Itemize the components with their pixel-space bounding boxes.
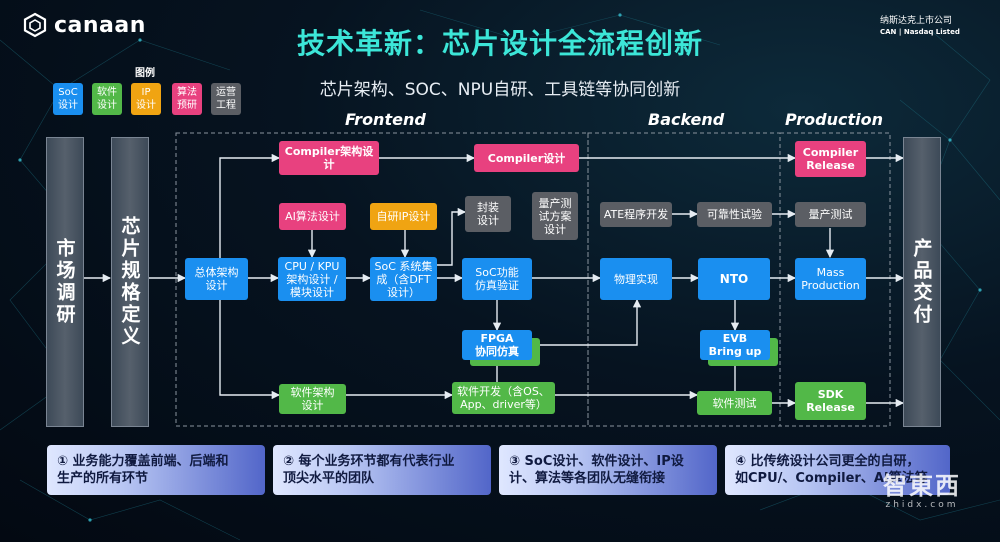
node-soc-verify: SoC功能 仿真验证 [462, 258, 532, 300]
node-fpga: FPGA 协同仿真 [462, 330, 532, 360]
legend-item-soc: SoC 设计 [53, 83, 83, 115]
node-ate: ATE程序开发 [600, 202, 672, 227]
node-mass-test: 量产测试 [795, 202, 866, 227]
pillar-product-delivery: 产品交付 [903, 137, 941, 427]
summary-card-2: ② 每个业务环节都有代表行业 顶尖水平的团队 [273, 445, 491, 495]
page-subtitle: 芯片架构、SOC、NPU自研、工具链等协同创新 [319, 80, 681, 100]
summary-card-3: ③ SoC设计、软件设计、IP设 计、算法等各团队无缝衔接 [499, 445, 717, 495]
watermark-text: 智東西 [883, 472, 961, 500]
node-compiler-arch: Compiler架构设计 [279, 141, 379, 175]
node-mass-production: Mass Production [795, 258, 866, 300]
node-package: 封装 设计 [465, 196, 511, 232]
legend-item-ip: IP 设计 [131, 83, 161, 115]
legend-item-algo: 算法 预研 [172, 83, 202, 115]
logo-text: canaan [54, 12, 146, 38]
node-compiler-release: Compiler Release [795, 141, 866, 177]
phase-frontend: Frontend [345, 110, 426, 129]
node-mass-test-scheme: 量产测 试方案 设计 [532, 192, 578, 240]
page-title: 技术革新：芯片设计全流程创新 [296, 27, 703, 60]
pillar-chip-spec: 芯片规格定义 [111, 137, 149, 427]
summary-card-1: ① 业务能力覆盖前端、后端和 生产的所有环节 [47, 445, 265, 495]
node-sw-arch: 软件架构 设计 [279, 384, 346, 414]
node-sw-dev: 软件开发（含OS、 App、driver等） [452, 382, 555, 414]
node-soc-integration: SoC 系统集 成（含DFT 设计） [370, 257, 437, 301]
node-cpu-kpu: CPU / KPU 架构设计 / 模块设计 [278, 257, 346, 301]
node-nto: NTO [698, 258, 770, 300]
company-en: CAN | Nasdaq Listed [880, 28, 960, 36]
watermark: 智東西 zhidx.com [862, 472, 982, 510]
phase-production: Production [785, 110, 883, 129]
node-sw-test: 软件测试 [697, 391, 772, 415]
company-cn: 纳斯达克上市公司 [880, 16, 953, 26]
legend-title: 图例 [135, 68, 155, 79]
legend-item-software: 软件 设计 [92, 83, 122, 115]
node-overall-arch: 总体架构 设计 [185, 258, 248, 300]
node-ai-algo: AI算法设计 [279, 203, 346, 230]
watermark-url: zhidx.com [885, 500, 959, 510]
node-physical: 物理实现 [600, 258, 672, 300]
canaan-logo-icon [23, 12, 47, 38]
node-evb: EVB Bring up [700, 330, 770, 360]
phase-backend: Backend [648, 110, 725, 129]
node-reliability: 可靠性试验 [697, 202, 772, 227]
node-sdk-release: SDK Release [795, 382, 866, 420]
logo: canaan [22, 12, 146, 38]
node-own-ip: 自研IP设计 [370, 203, 437, 230]
pillar-market-research: 市场调研 [46, 137, 84, 427]
summary-card-4: ④ 比传统设计公司更全的自研， 如CPU/、Compiler、AI算法等 [725, 445, 950, 495]
legend-item-ops: 运营 工程 [211, 83, 241, 115]
node-compiler-design: Compiler设计 [474, 144, 579, 172]
company-info: 纳斯达克上市公司 CAN | Nasdaq Listed [880, 16, 960, 37]
